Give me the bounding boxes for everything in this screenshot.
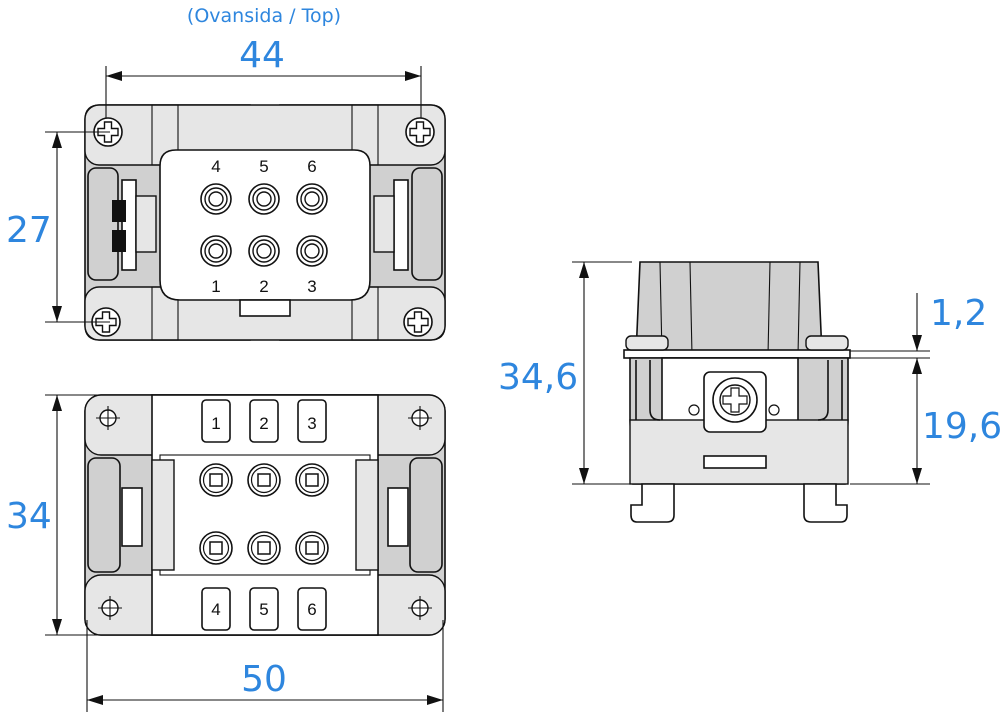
dimension-19-6: 19,6 xyxy=(850,358,1000,485)
pin-label-5: 5 xyxy=(259,157,268,176)
socket-1-icon xyxy=(200,235,232,267)
terminal-label-3: 3 xyxy=(307,414,316,433)
dim-label-1-2: 1,2 xyxy=(930,293,987,334)
terminal-label-2: 2 xyxy=(259,414,268,433)
dimension-34: 34 xyxy=(6,394,100,636)
dim-label-34-6: 34,6 xyxy=(498,357,578,398)
socket-4-icon xyxy=(200,183,232,215)
pin-label-6: 6 xyxy=(307,157,316,176)
terminal-pin-4-icon xyxy=(199,531,233,565)
terminal-label-1: 1 xyxy=(211,414,220,433)
screw-top-right-icon xyxy=(405,117,435,147)
socket-3-icon xyxy=(296,235,328,267)
bottom-view: 1 2 3 4 5 6 34 50 xyxy=(6,394,446,712)
socket-6-icon xyxy=(296,183,328,215)
dimension-50: 50 xyxy=(86,620,444,712)
dim-label-44: 44 xyxy=(239,35,285,76)
clamp-screw-icon xyxy=(722,387,748,413)
dim-label-19-6: 19,6 xyxy=(922,406,1000,447)
terminal-pin-5-icon xyxy=(247,531,281,565)
screw-bottom-right-icon xyxy=(403,307,433,337)
dimension-27: 27 xyxy=(6,131,110,323)
dim-label-27: 27 xyxy=(6,210,52,251)
top-caption: (Ovansida / Top) xyxy=(187,5,341,27)
terminal-pin-2-icon xyxy=(247,463,281,497)
dimension-34-6: 34,6 xyxy=(498,261,632,485)
terminal-pin-1-icon xyxy=(199,463,233,497)
pin-label-3: 3 xyxy=(307,277,316,296)
terminal-label-4: 4 xyxy=(211,600,220,619)
top-view: 4 5 6 1 2 3 (Ovansida / Top) 44 27 xyxy=(6,5,446,341)
terminal-label-5: 5 xyxy=(259,600,268,619)
socket-2-icon xyxy=(248,235,280,267)
terminal-label-6: 6 xyxy=(307,600,316,619)
pin-label-4: 4 xyxy=(211,157,220,176)
pin-label-2: 2 xyxy=(259,277,268,296)
terminal-pin-6-icon xyxy=(295,531,329,565)
dimension-44: (Ovansida / Top) 44 xyxy=(105,5,422,118)
socket-5-icon xyxy=(248,183,280,215)
side-view: 34,6 1,2 19,6 xyxy=(498,261,1000,523)
terminal-pin-3-icon xyxy=(295,463,329,497)
dimension-1-2: 1,2 xyxy=(850,293,987,359)
dim-label-34: 34 xyxy=(6,496,52,537)
pin-label-1: 1 xyxy=(211,277,220,296)
dim-label-50: 50 xyxy=(241,659,287,700)
